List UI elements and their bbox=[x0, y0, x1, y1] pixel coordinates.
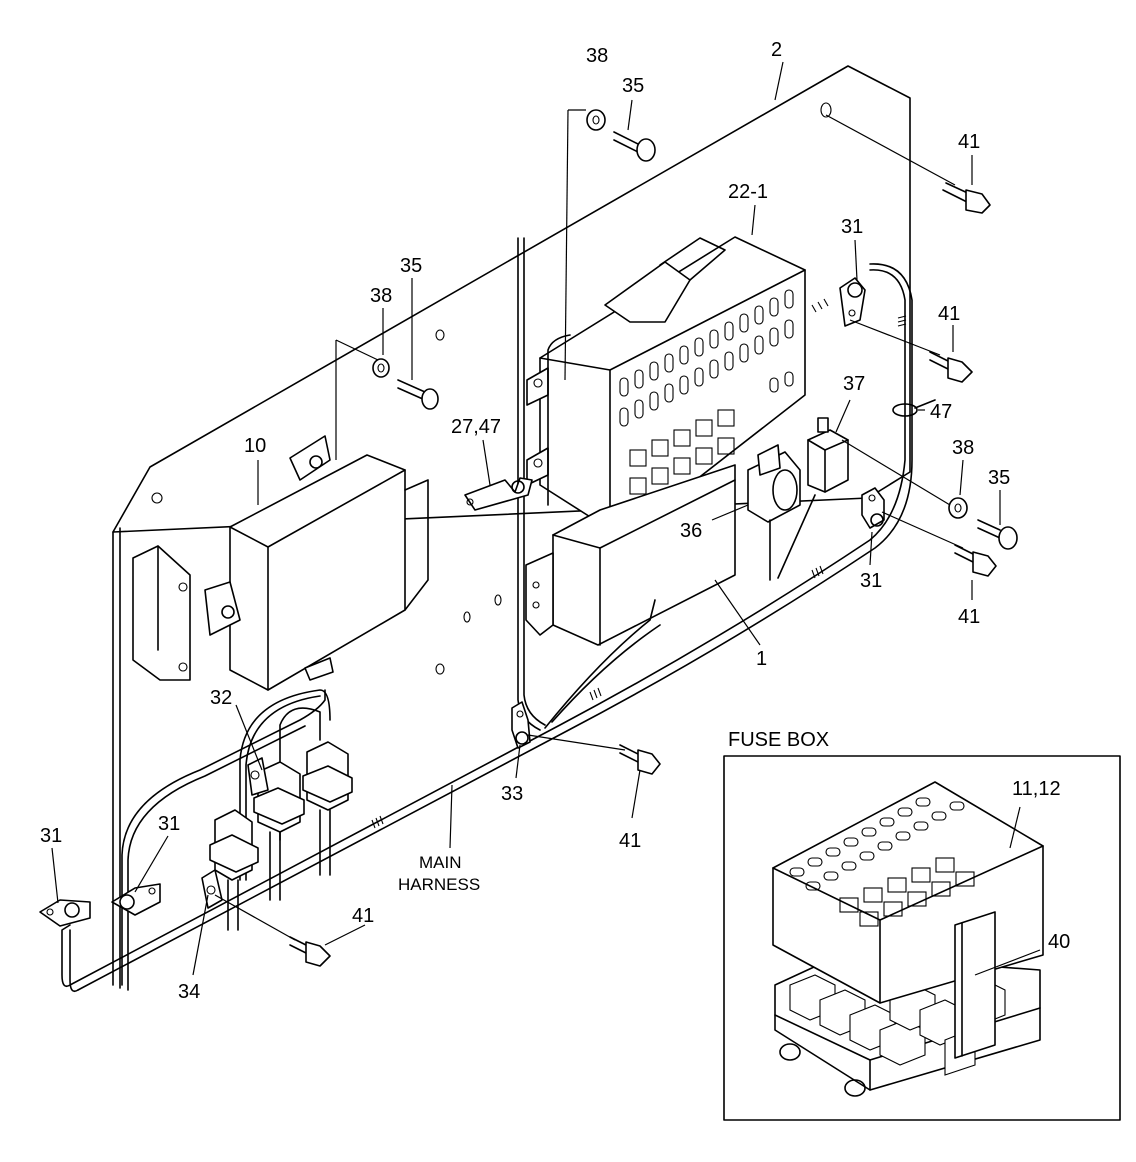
callout-38: 38 bbox=[370, 285, 392, 307]
bolt-41-bottom bbox=[289, 936, 331, 967]
clamp-31-mid-right bbox=[861, 487, 885, 529]
callout-35: 35 bbox=[988, 467, 1010, 489]
callout-41: 41 bbox=[958, 131, 980, 153]
callout-41: 41 bbox=[938, 303, 960, 325]
screw-35-top bbox=[613, 131, 656, 162]
relay-36 bbox=[747, 444, 801, 523]
screw-35-right bbox=[977, 519, 1018, 550]
callout-10: 10 bbox=[244, 435, 266, 457]
callout-35: 35 bbox=[400, 255, 422, 277]
connector-32-group bbox=[209, 741, 353, 931]
callout-31: 31 bbox=[841, 216, 863, 238]
side-bracket bbox=[132, 545, 191, 681]
control-unit-22-1 bbox=[526, 236, 806, 526]
callout-38: 38 bbox=[586, 45, 608, 67]
callout-38: 38 bbox=[952, 437, 974, 459]
bolt-41-right-2 bbox=[954, 544, 997, 577]
clamp-31-top-right bbox=[839, 277, 866, 327]
callout-34: 34 bbox=[178, 981, 200, 1003]
callout-41: 41 bbox=[619, 830, 641, 852]
callout-27-47: 27,47 bbox=[451, 416, 501, 438]
bolt-41-top bbox=[942, 182, 991, 214]
callout-41: 41 bbox=[958, 606, 980, 628]
main-harness-label-line1: MAIN bbox=[419, 853, 462, 872]
clamp-34 bbox=[201, 869, 223, 909]
screw-35-left bbox=[372, 358, 439, 410]
callout-31: 31 bbox=[40, 825, 62, 847]
tie-47 bbox=[892, 399, 936, 417]
clamp-33 bbox=[511, 701, 531, 749]
leader-lines bbox=[51, 61, 1001, 976]
callout-1: 1 bbox=[756, 648, 767, 670]
main-harness-label-line2: HARNESS bbox=[398, 875, 480, 894]
fuse-box-inset bbox=[723, 755, 1121, 1121]
washer-38-top bbox=[586, 109, 606, 131]
callout-31: 31 bbox=[860, 570, 882, 592]
callout-40: 40 bbox=[1048, 931, 1070, 953]
callout-36: 36 bbox=[680, 520, 702, 542]
callout-37: 37 bbox=[843, 373, 865, 395]
fuse-box-title: FUSE BOX bbox=[728, 729, 829, 751]
bolt-41-right-1 bbox=[929, 351, 973, 383]
callout-22-1: 22-1 bbox=[728, 181, 768, 203]
callout-32: 32 bbox=[210, 687, 232, 709]
callout-labels: 2 38 35 41 22-1 31 35 38 41 37 47 10 27,… bbox=[40, 39, 1070, 1003]
clamp-31-mid bbox=[111, 883, 161, 916]
callout-47: 47 bbox=[930, 401, 952, 423]
clamp-31-left bbox=[39, 899, 91, 927]
callout-11-12: 11,12 bbox=[1012, 778, 1061, 800]
washer-38-right bbox=[948, 497, 968, 519]
bracket-27-47 bbox=[464, 477, 533, 511]
bolt-41-center bbox=[619, 744, 661, 775]
callout-41: 41 bbox=[352, 905, 374, 927]
relay-37 bbox=[807, 417, 849, 493]
unit-1 bbox=[525, 464, 736, 646]
callout-31: 31 bbox=[158, 813, 180, 835]
controller-10 bbox=[204, 435, 429, 691]
callout-33: 33 bbox=[501, 783, 523, 805]
callout-35: 35 bbox=[622, 75, 644, 97]
callout-2: 2 bbox=[771, 39, 782, 61]
